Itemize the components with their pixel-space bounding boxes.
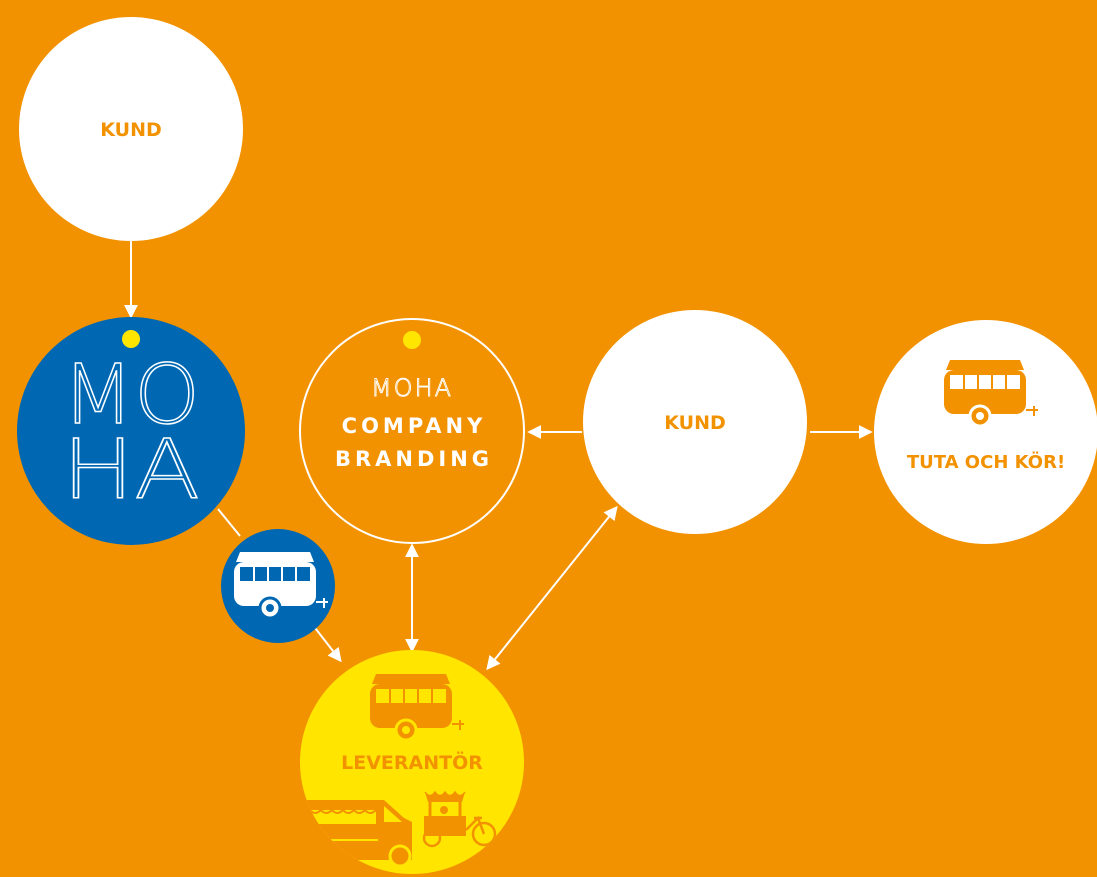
- cargo-bike-cart-icon: [422, 790, 497, 848]
- trailer-badge-node: [221, 529, 335, 643]
- leverantor-label: LEVERANTÖR: [341, 750, 483, 774]
- moha-branding-line2: BRANDING: [335, 447, 493, 471]
- kund-middle-label: KUND: [664, 412, 726, 434]
- kund-top-label: KUND: [100, 119, 162, 141]
- leverantor-node: LEVERANTÖR: [300, 650, 524, 874]
- line-moha-to-badge: [217, 508, 241, 537]
- moha-branding-line1: COMPANY: [342, 414, 487, 438]
- moha-branding-title: MOHA: [371, 374, 453, 402]
- food-trailer-icon: [944, 360, 1038, 428]
- yellow-dot-icon: [403, 331, 421, 349]
- food-trailer-icon: [370, 674, 464, 742]
- connectors: [124, 240, 873, 671]
- tuta-label: TUTA OCH KÖR!: [907, 451, 1065, 473]
- kund-top-node: KUND: [19, 17, 243, 241]
- kund-middle-node: KUND: [583, 310, 807, 534]
- food-trailer-icon: [234, 552, 328, 620]
- moha-branding-node: MOHA COMPANY BRANDING: [299, 318, 525, 544]
- moha-logo-node: MO HA: [17, 317, 245, 545]
- tuta-node: TUTA OCH KÖR!: [874, 320, 1097, 544]
- yellow-dot-icon: [122, 330, 140, 348]
- moha-logo-line1: MO: [62, 348, 200, 443]
- arrow-badge-to-leverantor: [311, 623, 342, 663]
- arrow-kund-leverantor: [486, 505, 618, 671]
- moha-logo-line2: HA: [62, 423, 200, 518]
